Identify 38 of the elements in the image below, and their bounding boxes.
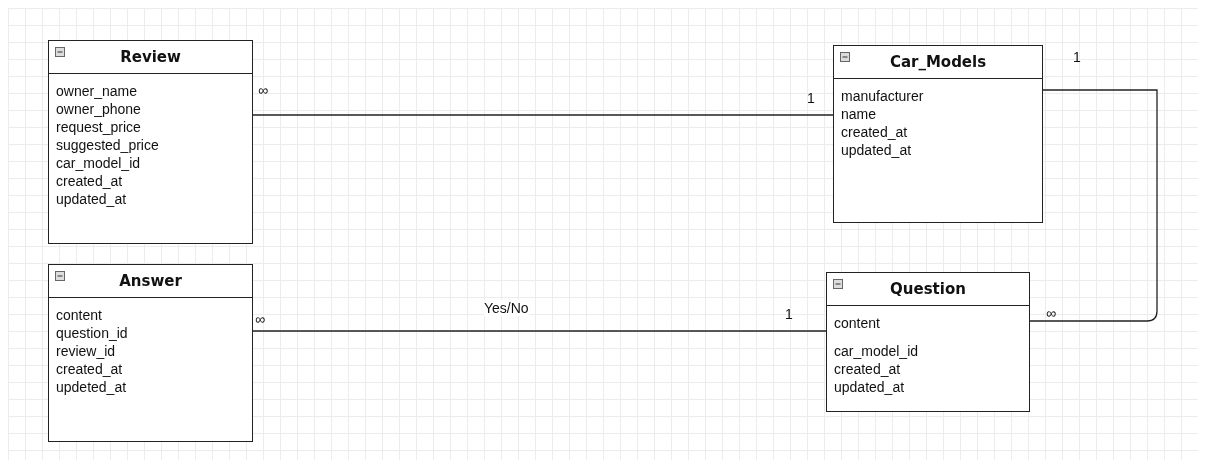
field-name: manufacturer: [841, 87, 924, 105]
entity-title: Answer: [119, 272, 182, 290]
entity-table: [48, 264, 253, 442]
field-name: question_id: [56, 324, 128, 342]
field-name: car_model_id: [834, 342, 919, 360]
field-name: updated_at: [56, 190, 127, 208]
field-name: content: [56, 306, 102, 324]
field-name: name: [841, 105, 877, 123]
cardinality-label: ∞: [255, 311, 265, 327]
field-name: created_at: [56, 172, 123, 190]
field-name: review_id: [56, 342, 116, 360]
relationship-line: [1029, 89, 1158, 322]
cardinality-label: 1: [785, 306, 793, 322]
field-name: created_at: [841, 123, 908, 141]
field-name: created_at: [834, 360, 901, 378]
entity-title: Review: [120, 48, 181, 66]
field-name: updeted_at: [56, 378, 127, 396]
entity-title: Question: [890, 280, 966, 298]
entity-title: Car_Models: [889, 53, 987, 71]
edge-label: Yes/No: [484, 300, 529, 316]
cardinality-label: ∞: [1046, 305, 1056, 321]
relationship-line: [252, 330, 827, 332]
field-name: content: [834, 314, 880, 332]
field-name: request_price: [56, 118, 141, 136]
entity-table: [48, 40, 253, 244]
entity-table: [826, 272, 1030, 412]
relationship-line: [252, 114, 834, 116]
cardinality-label: ∞: [258, 82, 268, 98]
field-name: car_model_id: [56, 154, 141, 172]
field-name: owner_phone: [56, 100, 141, 118]
cardinality-label: 1: [807, 90, 815, 106]
field-name: updated_at: [841, 141, 912, 159]
field-name: updated_at: [834, 378, 905, 396]
field-name: created_at: [56, 360, 123, 378]
cardinality-label: 1: [1073, 49, 1081, 65]
field-name: suggested_price: [56, 136, 159, 154]
entity-table: [833, 45, 1043, 223]
field-name: owner_name: [56, 82, 137, 100]
